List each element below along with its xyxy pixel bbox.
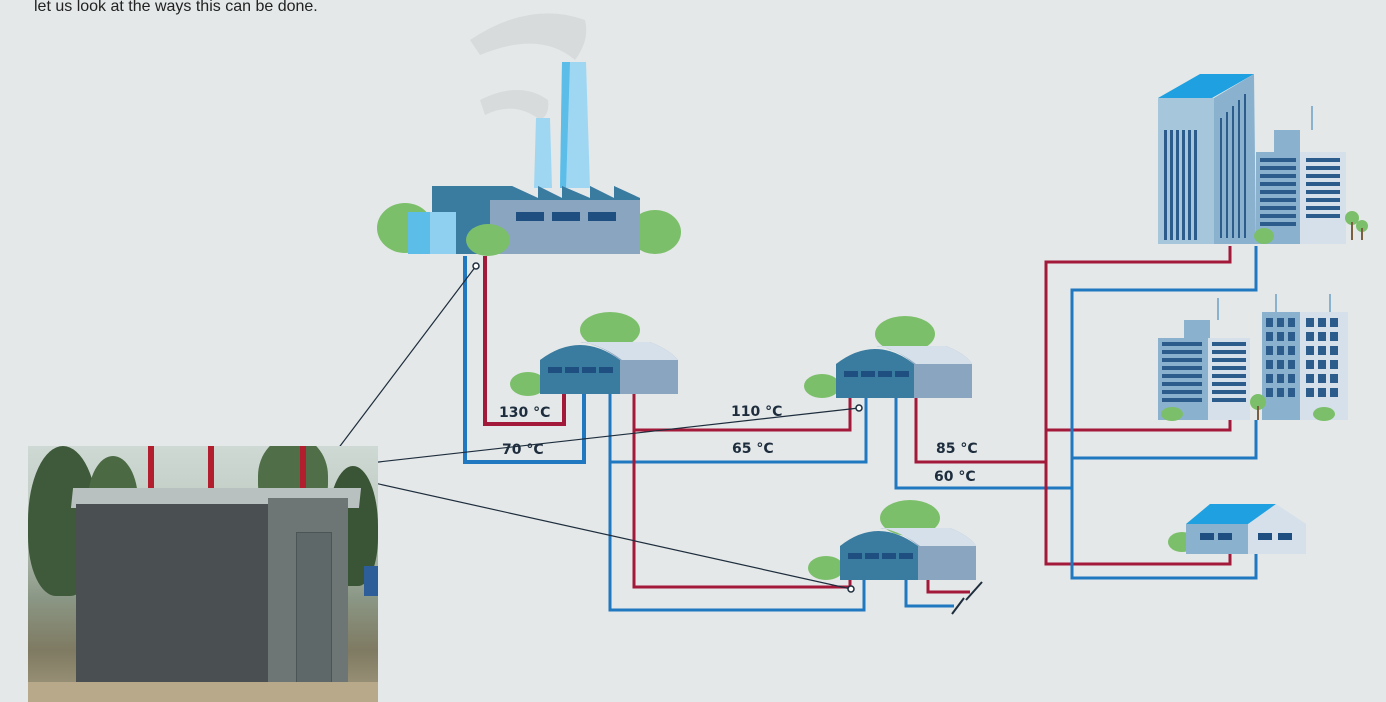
substation-icon — [804, 316, 972, 398]
temp-label-130: 130 °C — [499, 405, 550, 421]
pipe-break-marks — [951, 581, 983, 615]
callout-markers — [472, 262, 863, 593]
temp-label-65: 65 °C — [732, 441, 774, 457]
house-icon — [1168, 504, 1306, 554]
temp-label-85: 85 °C — [936, 441, 978, 457]
intro-text: let us look at the ways this can be done… — [34, 0, 318, 15]
tree-icon — [1345, 211, 1368, 240]
substation-icon — [808, 500, 976, 580]
temp-label-70: 70 °C — [502, 442, 544, 458]
callout-lines — [324, 265, 860, 590]
substation-photo — [28, 446, 378, 702]
temp-label-110: 110 °C — [731, 404, 782, 420]
power-plant-icon — [377, 13, 681, 256]
substation-icon — [510, 312, 678, 396]
office-tower-icon — [1158, 74, 1346, 244]
apartment-block-icon — [1158, 294, 1348, 421]
temp-label-60: 60 °C — [934, 469, 976, 485]
